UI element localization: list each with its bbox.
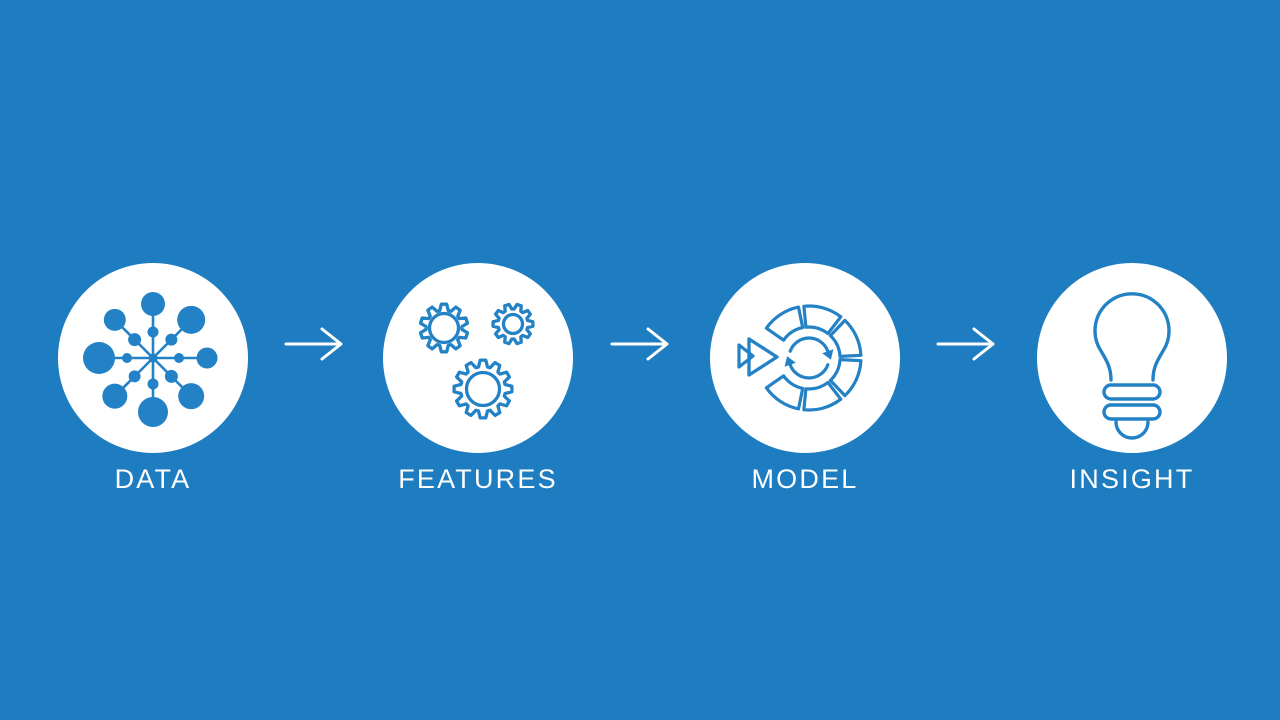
network-icon [58, 263, 248, 453]
flow-arrow-1 [284, 327, 346, 361]
gears-icon [383, 263, 573, 453]
features-circle [383, 263, 573, 453]
flow-arrow-2 [610, 327, 672, 361]
stage-insight: INSIGHT [1037, 263, 1227, 503]
stage-label-features: FEATURES [398, 464, 558, 494]
flow-arrow-3 [936, 327, 998, 361]
lightbulb-icon [1037, 263, 1227, 453]
stage-label-model: MODEL [751, 464, 859, 494]
model-circle [710, 263, 900, 453]
stage-data: DATA [58, 263, 248, 503]
stage-label-insight: INSIGHT [1069, 464, 1195, 494]
stage-model: MODEL [710, 263, 900, 503]
stage-features: FEATURES [383, 263, 573, 503]
stage-label-data: DATA [114, 464, 192, 494]
iteration-wheel-icon [710, 263, 900, 453]
